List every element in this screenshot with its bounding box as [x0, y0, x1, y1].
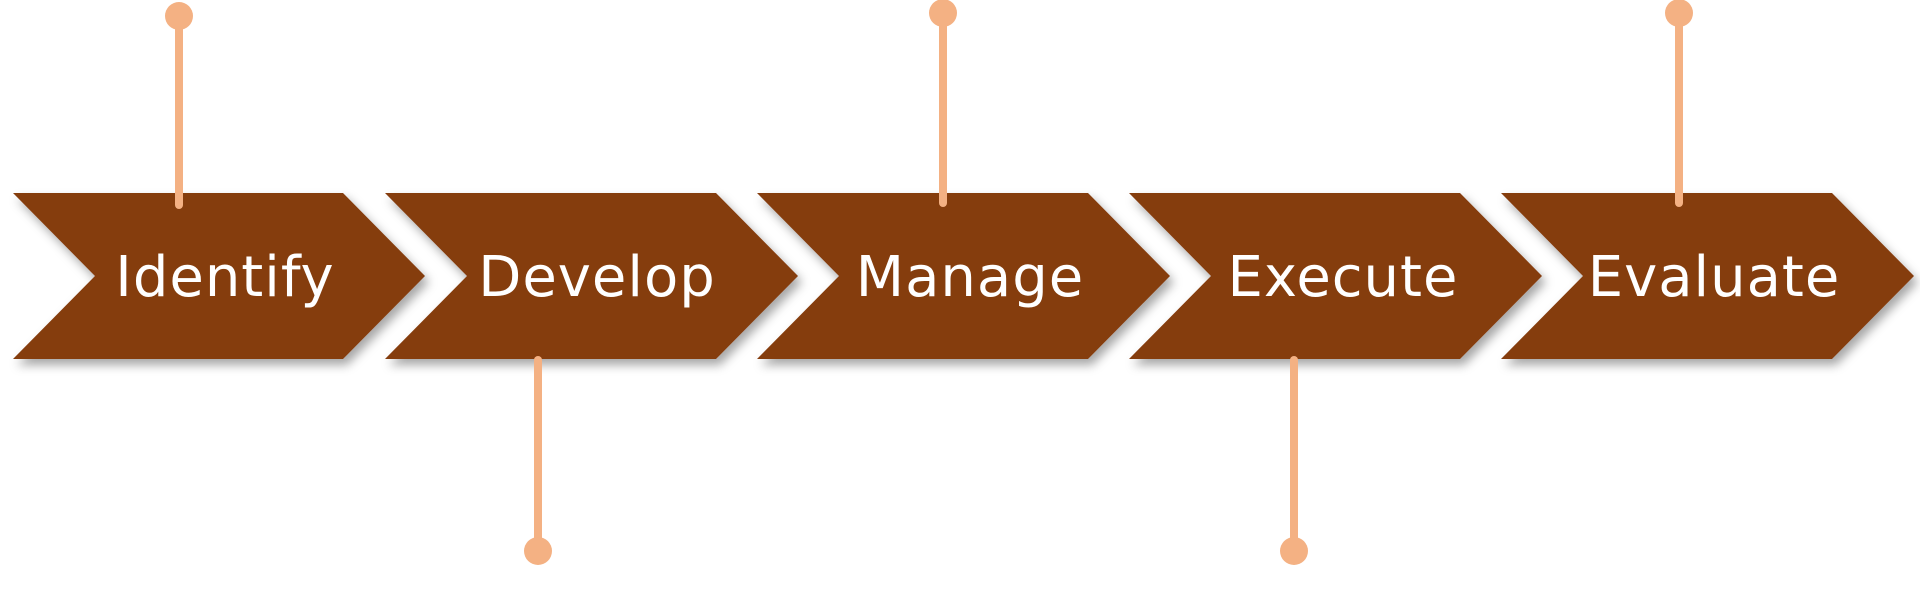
- step-label-identify: Identify: [115, 245, 334, 310]
- step-label-manage: Manage: [856, 245, 1084, 310]
- chevron-shape: [385, 193, 798, 359]
- connector-dot: [524, 537, 552, 565]
- step-label-execute: Execute: [1228, 245, 1459, 310]
- connector-dot: [1665, 0, 1693, 27]
- step-develop: Develop: [385, 193, 798, 565]
- chevron-shape: [1501, 193, 1914, 359]
- step-identify: Identify: [13, 2, 425, 359]
- chevron-shape: [13, 193, 425, 359]
- step-evaluate: Evaluate: [1501, 0, 1914, 359]
- step-execute: Execute: [1129, 193, 1542, 565]
- connector-dot: [929, 0, 957, 27]
- step-label-develop: Develop: [478, 245, 716, 310]
- chevron-shape: [1129, 193, 1542, 359]
- connector-dot: [1280, 537, 1308, 565]
- step-label-evaluate: Evaluate: [1588, 245, 1841, 310]
- step-manage: Manage: [757, 0, 1170, 359]
- chevron-shape: [757, 193, 1170, 359]
- connector-dot: [165, 2, 193, 30]
